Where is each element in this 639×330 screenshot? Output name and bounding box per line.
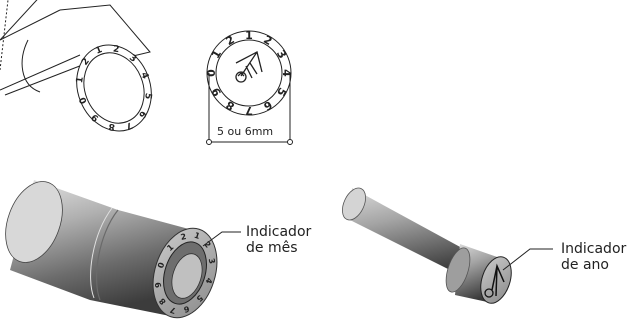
dimension-lines — [206, 73, 293, 145]
dial-numeral: 6 — [182, 304, 190, 314]
dial-numeral: 7 — [245, 104, 253, 117]
dial-numeral: 2 — [80, 56, 92, 67]
dial-numeral: 1 — [193, 231, 201, 241]
large-cylinder — [5, 180, 218, 319]
month-indicator-line2: de mês — [246, 240, 298, 256]
year-indicator-line1: Indicador — [561, 241, 627, 257]
month-indicator-leader — [202, 231, 241, 247]
dial-numeral: 1 — [75, 76, 86, 84]
dial-numeral: 0 — [78, 95, 90, 105]
dial-numeral: 3 — [207, 257, 217, 264]
dial-numeral: 1 — [94, 45, 104, 57]
dial-numeral: 2 — [180, 232, 187, 242]
dial-numeral: 7 — [169, 305, 177, 315]
thin-cylinder — [342, 187, 512, 304]
dial-numeral: 3 — [127, 53, 138, 65]
dial-numeral: 4 — [138, 71, 150, 81]
dial-numeral: 1 — [245, 29, 253, 42]
dial-numeral: 5 — [194, 293, 204, 304]
dial-numeral: 2 — [202, 240, 212, 250]
dial-numeral: 2 — [112, 44, 120, 55]
dial-numeral: 8 — [157, 296, 168, 306]
year-indicator-leader — [502, 248, 553, 271]
dimension-label: 5 ou 6mm — [217, 125, 274, 138]
dial-numeral: 9 — [90, 111, 101, 123]
recycle-icon — [235, 71, 247, 83]
dial-numeral: 4 — [204, 277, 214, 285]
dial-numeral: 1 — [165, 242, 175, 253]
dial-numeral: 8 — [108, 121, 116, 132]
year-arrow-icon — [491, 263, 505, 297]
top-left-line-drawing — [0, 0, 152, 132]
dial-numeral: 0 — [156, 261, 166, 269]
dial-numeral: 6 — [136, 108, 148, 119]
dial-numeral: 0 — [205, 69, 218, 77]
front-dial-arrow-icon — [235, 51, 263, 79]
dial-numeral: 5 — [142, 92, 153, 100]
dial-numeral: 7 — [124, 119, 134, 131]
year-indicator-line2: de ano — [561, 257, 609, 273]
dial-numeral: 9 — [153, 281, 163, 289]
month-indicator-line1: Indicador — [246, 224, 312, 240]
dial-numeral: 4 — [280, 69, 293, 77]
year-recycle-icon — [484, 288, 494, 298]
month-indicator-label: Indicador de mês — [246, 224, 311, 256]
year-indicator-label: Indicador de ano — [561, 241, 626, 273]
